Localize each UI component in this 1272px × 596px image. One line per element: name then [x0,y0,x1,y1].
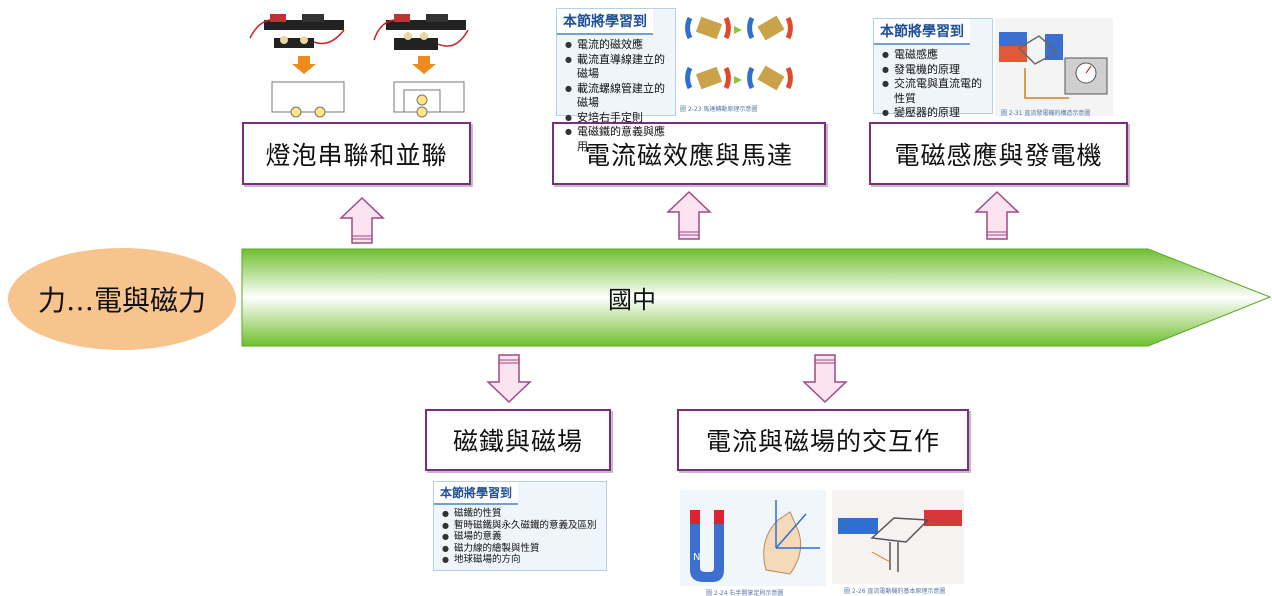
circuit-diagram-image [244,8,474,118]
topic-label: 磁鐵與磁場 [452,427,583,456]
lesson-panel-magnet-field: 本節將學習到 磁鐵的性質 暫時磁鐵與永久磁鐵的意義及區別 磁場的意義 磁力線的繪… [433,481,607,571]
panel-title: 本節將學習到 [434,482,519,505]
up-arrow-icon [666,190,712,240]
panel-item: 電流的磁效應 [565,38,675,53]
topic-box-circuits: 燈泡串聯和並聯 [242,122,471,185]
panel-item: 地球磁場的方向 [442,554,606,566]
image-caption: 圖 2-31 直流發電機的構造示意圖 [1001,110,1091,116]
dc-motor-image: 圖 2-26 直流電動機的基本原理示意圖 [832,490,964,596]
topic-box-generator: 電磁感應與發電機 [869,122,1128,185]
panel-item: 發電機的原理 [882,63,992,78]
motor-rotation-image: 圖 2-23 馬達轉動原理示意圖 [676,8,800,116]
topic-box-magnet-field: 磁鐵與磁場 [425,409,611,471]
panel-item: 交流電與直流電的性質 [882,77,992,106]
lesson-panel-motor: 本節將學習到 電流的磁效應 載流直導線建立的磁場 載流螺線管建立的磁場 安培右手… [556,8,676,153]
topic-box-current-field: 電流與磁場的交互作 [677,409,969,471]
panel-item: 電磁鐵的意義與應用 [565,125,675,154]
down-arrow-icon [802,354,848,404]
topic-bubble: 力…電與磁力 [8,248,236,350]
panel-item: 載流螺線管建立的磁場 [565,82,675,111]
panel-item: 暫時磁鐵與永久磁鐵的意義及區別 [442,520,606,532]
topic-label: 電磁感應與發電機 [894,140,1103,170]
up-arrow-icon [339,196,385,244]
lesson-panel-induction: 本節將學習到 電磁感應 發電機的原理 交流電與直流電的性質 變壓器的原理 [873,18,993,120]
down-arrow-icon [486,354,532,404]
image-caption: 圖 2-23 馬達轉動原理示意圖 [680,106,758,113]
panel-item: 變壓器的原理 [882,106,992,121]
panel-item: 安培右手定則 [565,111,675,126]
topic-label: 電流與磁場的交互作 [705,427,940,456]
image-caption: 圖 2-24 右手開掌定則示意圖 [706,590,784,596]
right-hand-rule-image: N 圖 2-24 右手開掌定則示意圖 [680,490,826,596]
panel-item: 磁力線的繪製與性質 [442,543,606,555]
timeline-label: 國中 [608,286,656,314]
topic-label: 燈泡串聯和並聯 [265,140,448,170]
svg-text:N: N [693,552,700,563]
image-caption: 圖 2-26 直流電動機的基本原理示意圖 [844,588,946,595]
panel-item: 電磁感應 [882,48,992,63]
generator-diagram-image: 圖 2-31 直流發電機的構造示意圖 [995,18,1113,116]
panel-title: 本節將學習到 [557,9,653,35]
up-arrow-icon [974,190,1020,240]
panel-item: 載流直導線建立的磁場 [565,53,675,82]
panel-title: 本節將學習到 [874,19,970,45]
panel-item: 磁場的意義 [442,531,606,543]
panel-item: 磁鐵的性質 [442,508,606,520]
